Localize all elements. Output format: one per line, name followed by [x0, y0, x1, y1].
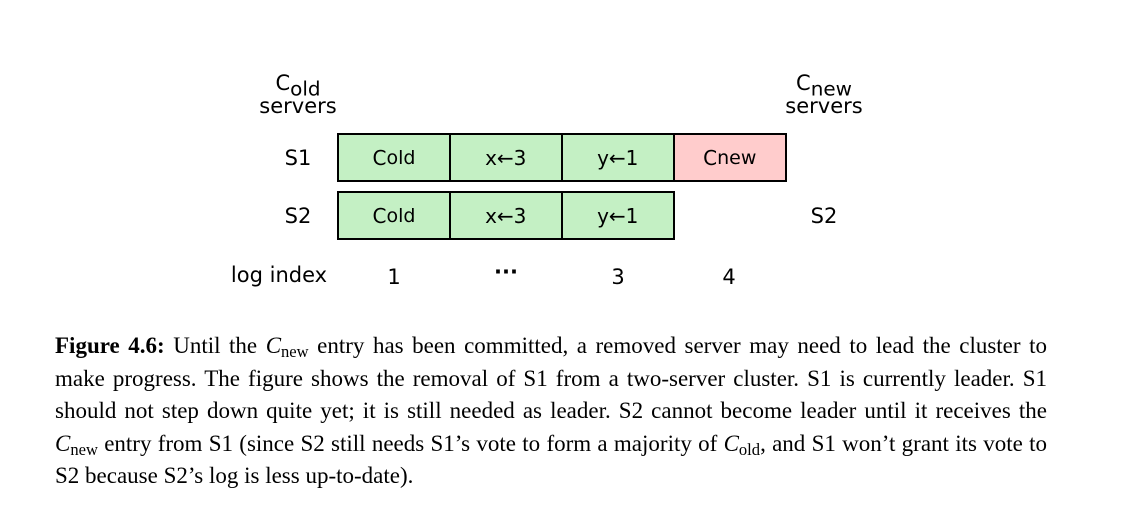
caption-cold-subscript: old — [738, 439, 761, 459]
server-label-s2: S2 — [284, 204, 312, 228]
figure-caption: Figure 4.6: Until the Cnew entry has bee… — [55, 330, 1047, 493]
log-index-ellipsis: ··· — [494, 260, 518, 284]
caption-text-4: , and S1 won’t grant its vote to S2 beca… — [55, 430, 1047, 489]
caption-cnew-subscript: new — [281, 342, 309, 362]
cnew-symbol: C — [796, 71, 811, 95]
caption-text-2: entry has been committed, a removed serv… — [55, 333, 1047, 423]
caption-figure-number: Figure 4.6: — [55, 333, 165, 358]
caption-text-1: Until the — [164, 333, 266, 358]
server-label-s2-right: S2 — [810, 204, 838, 228]
cold-servers-text: servers — [259, 94, 337, 118]
cold-subscript: old — [290, 76, 321, 101]
caption-cnew-symbol: C — [265, 333, 282, 358]
caption-cold-symbol: C — [723, 430, 739, 456]
cold-servers-header: Cold servers — [248, 72, 348, 118]
cnew-servers-header: Cnew servers — [774, 72, 874, 118]
caption-cnew-subscript-2: new — [70, 439, 98, 459]
log-entry-s2-3: y←1 — [560, 191, 675, 240]
cold-symbol: C — [275, 71, 291, 95]
cnew-subscript: new — [810, 76, 852, 101]
log-index-3: 3 — [611, 265, 625, 289]
caption-text-3: entry from S1 (since S2 still needs S1’s… — [97, 430, 724, 456]
log-index-1: 1 — [387, 265, 401, 289]
cnew-servers-text: servers — [785, 94, 863, 118]
log-entry-s2-2: x←3 — [448, 191, 563, 240]
log-index-4: 4 — [722, 265, 736, 289]
server-label-s1: S1 — [284, 146, 312, 170]
caption-cnew-symbol-2: C — [55, 430, 71, 456]
log-index-label: log index — [230, 263, 328, 287]
log-entry-s1-2: x←3 — [448, 133, 563, 182]
log-entry-s1-3: y←1 — [560, 133, 675, 182]
